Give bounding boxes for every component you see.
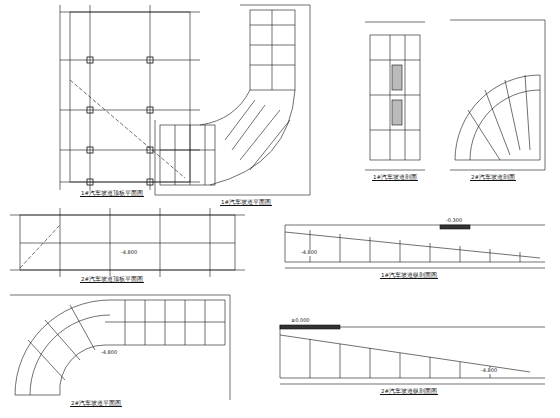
elevation-label: -4.800 xyxy=(480,368,498,374)
long-section-1 xyxy=(285,225,545,268)
roof-plan-1 xyxy=(60,5,200,190)
section-1 xyxy=(365,22,425,170)
drawing-title: 1#汽车坡道剖面 xyxy=(372,174,418,181)
elevation-label: -4.800 xyxy=(300,250,318,256)
elevation-label: -4.800 xyxy=(100,350,118,356)
drawing-title: 1#汽车坡道平面图 xyxy=(220,199,272,206)
drawing-title: 2#汽车坡道剖面 xyxy=(470,174,516,181)
curved-roof-plan xyxy=(450,20,545,170)
drawing-title: 1#汽车坡道纵剖面图 xyxy=(380,272,438,279)
elevation-label: -4.800 xyxy=(120,250,138,256)
drawing-title: 2#汽车坡道顶板平面图 xyxy=(80,276,144,283)
drawing-title: 1#汽车坡道顶板平面图 xyxy=(80,190,144,197)
roof-plan-2 xyxy=(10,208,245,277)
ramp-plan-1 xyxy=(155,5,310,195)
drawing-title: 2#汽车坡道纵剖面图 xyxy=(380,388,438,395)
ramp-plan-2 xyxy=(10,295,230,400)
elevation-label: ±0.000 xyxy=(290,318,311,324)
elevation-label: -0.300 xyxy=(445,218,463,224)
drawing-title: 2#汽车坡道平面图 xyxy=(70,400,122,407)
long-section-2 xyxy=(280,325,545,384)
